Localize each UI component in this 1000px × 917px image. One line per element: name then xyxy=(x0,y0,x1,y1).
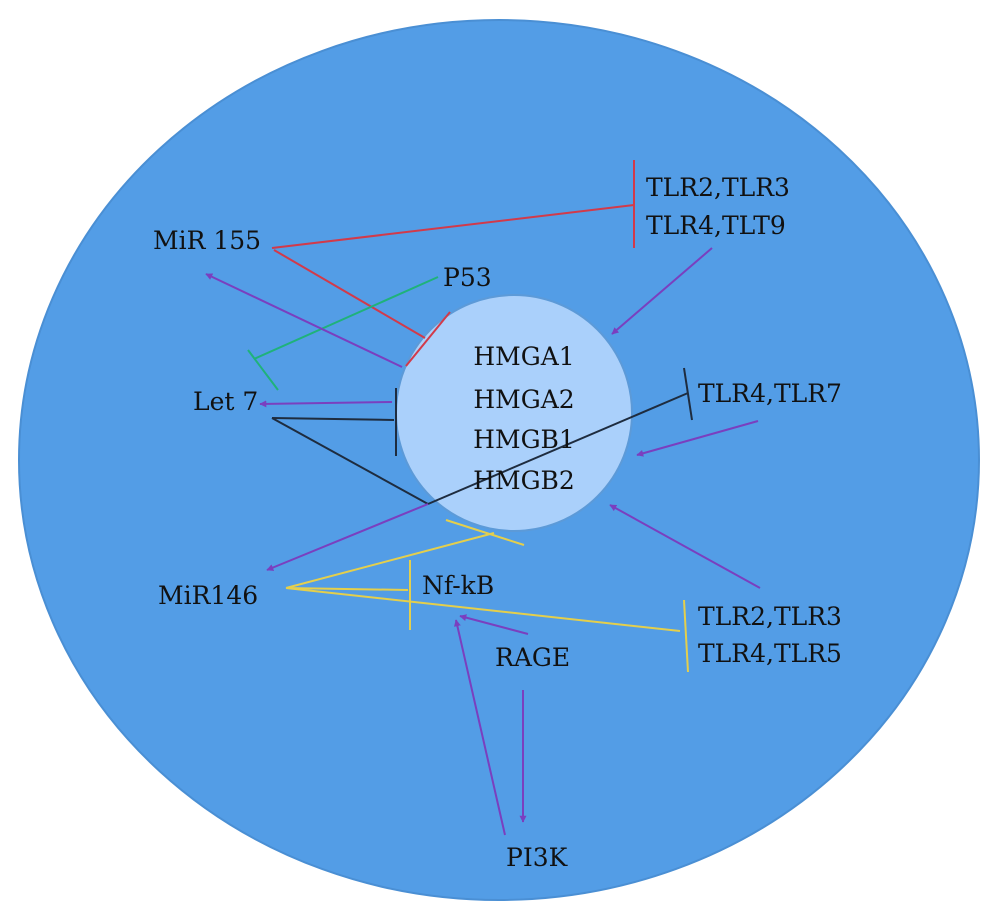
inhibition-mir155 xyxy=(271,160,635,367)
activation-arrows xyxy=(205,247,761,836)
node-mir146: MiR146 xyxy=(158,581,258,610)
gene-label-hmga2: HMGA2 xyxy=(473,385,574,414)
inhibition-p53-let7 xyxy=(247,276,439,391)
gene-label-hmgb2: HMGB2 xyxy=(473,466,575,495)
node-pi3k: PI3K xyxy=(506,843,569,872)
node-let7: Let 7 xyxy=(193,387,258,416)
arrow-tlr7-to-hmg xyxy=(636,420,759,457)
node-tlr4-tlr7: TLR4,TLR7 xyxy=(698,379,842,408)
inhibition-mir146 xyxy=(285,519,689,673)
arrow-pi3k-to-nfkb xyxy=(453,619,506,836)
nucleus-genes: HMGA1 HMGA2 HMGB1 HMGB2 xyxy=(473,342,575,495)
node-tlr-bottom-line2: TLR4,TLR5 xyxy=(698,639,842,668)
arrow-rage-to-nfkb xyxy=(459,614,529,635)
arrow-hmg-to-let7 xyxy=(259,400,393,408)
node-nfkb: Nf-kB xyxy=(422,571,494,600)
arrow-hmg-to-mir155 xyxy=(205,273,403,368)
arrow-tlr9-to-hmg xyxy=(611,247,713,335)
arrow-hmg-to-mir146 xyxy=(266,503,429,571)
node-tlr-bottom-line1: TLR2,TLR3 xyxy=(698,602,842,631)
gene-label-hmga1: HMGA1 xyxy=(473,342,574,371)
arrow-tlr5-to-hmg xyxy=(609,504,761,589)
node-rage: RAGE xyxy=(495,643,570,672)
node-tlr-top-line2: TLR4,TLT9 xyxy=(646,211,786,240)
node-p53: P53 xyxy=(443,263,492,292)
inhibition-let7-tlr7 xyxy=(271,367,693,505)
node-tlr-top-line1: TLR2,TLR3 xyxy=(646,173,790,202)
node-mir155: MiR 155 xyxy=(153,226,261,255)
gene-label-hmgb1: HMGB1 xyxy=(473,425,575,454)
